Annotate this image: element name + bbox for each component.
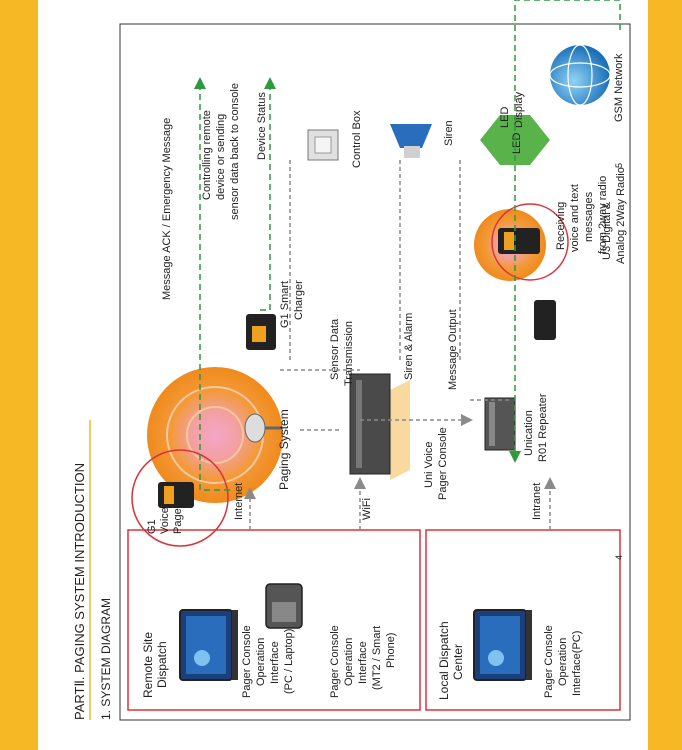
phone-label-2: Operation — [343, 638, 355, 686]
uni-voice-console-icon — [349, 373, 410, 480]
g1-label-3: Pager — [172, 504, 184, 534]
phone-label-1: Pager Console — [329, 625, 341, 698]
pc-label-1: Pager Console — [241, 625, 253, 698]
pc-label-4: (PC / Laptop) — [283, 629, 295, 694]
u3-label-1: U3 Digital & — [601, 201, 613, 260]
page — [38, 0, 648, 750]
local-dispatch-box — [425, 529, 621, 711]
uni-console-label-1: Uni Voice — [423, 442, 435, 488]
right-margin-band — [648, 0, 682, 750]
controlling-label-2: device or sending — [215, 114, 227, 200]
led-label-1: LED — [499, 107, 511, 128]
led-icon-text: LED — [511, 133, 523, 154]
pc-label-3: Interface — [269, 641, 281, 684]
remote-site-title-1: Remote Site — [141, 632, 155, 698]
receiving-label-4: from 2way radio — [597, 176, 609, 254]
message-ack-label: Message ACK / Emergency Message — [161, 118, 173, 300]
part-title: PARTⅡ. PAGING SYSTEM INTRODUCTION — [72, 463, 87, 720]
page-number-right: 5 — [614, 163, 624, 168]
repeater-label-1: Unication — [523, 410, 535, 456]
device-status-label: Device Status — [256, 92, 268, 160]
section-title: 1. SYSTEM DIAGRAM — [99, 598, 113, 720]
satellite-dish-icon — [244, 413, 282, 443]
g1-label-2: Voice — [159, 507, 171, 534]
sensor-label-2: Transmission — [343, 321, 355, 386]
page-number-left: 4 — [614, 555, 624, 560]
receiving-label-2: voice and text — [569, 184, 581, 252]
led-label-2: Display — [513, 91, 525, 128]
radio-highlight — [491, 203, 569, 281]
local-label-1: Pager Console — [543, 625, 555, 698]
gray-connectors — [244, 160, 556, 530]
g1-label-1: G1 — [146, 519, 158, 534]
local-pc-monitor-icon — [473, 609, 532, 681]
local-dispatch-title-1: Local Dispatch — [437, 621, 451, 700]
phone-label-4: (MT2 / Smart — [371, 626, 383, 690]
receiving-label-1: Receiving — [555, 202, 567, 250]
sensor-label-1: Sensor Data — [329, 318, 341, 380]
local-label-3: Interface(PC) — [571, 631, 583, 696]
message-output-label: Message Output — [447, 309, 459, 390]
u3-radio-icon — [498, 228, 540, 254]
pc-monitor-icon — [179, 609, 238, 681]
remote-site-box — [127, 529, 421, 711]
g1-pager-highlight — [131, 449, 229, 547]
paging-system-label: Paging System — [277, 409, 291, 490]
g1-pager-icon — [158, 482, 194, 508]
internet-label: Internet — [233, 483, 245, 520]
siren-alarm-label: Siren & Alarm — [403, 313, 415, 380]
handheld-radio-icon — [534, 300, 556, 340]
receiving-label-3: messages — [583, 191, 595, 242]
siren-label: Siren — [443, 120, 455, 146]
local-dispatch-title-2: Center — [451, 644, 465, 680]
charger-label-1: G1 Smart — [279, 281, 291, 328]
repeater-label-2: R01 Repeater — [537, 393, 549, 462]
pc-label-2: Operation — [255, 638, 267, 686]
intranet-label: Intranet — [531, 483, 543, 520]
charger-label-2: Charger — [293, 280, 305, 320]
g1-charger-icon — [246, 314, 276, 350]
gsm-label: GSM Network — [613, 53, 625, 122]
control-box-label: Control Box — [351, 110, 363, 168]
green-connectors — [194, 0, 621, 491]
remote-site-title-2: Dispatch — [155, 641, 169, 688]
controlling-label-3: sensor data back to console — [229, 83, 241, 220]
phone-label-5: Phone) — [385, 633, 397, 668]
phone-label-3: Interface — [357, 641, 369, 684]
uni-console-label-2: Pager Console — [437, 427, 449, 500]
u3-label-2: Analog 2Way Radio — [615, 167, 627, 264]
diagram-frame — [119, 23, 631, 721]
wifi-label: WiFi — [361, 498, 373, 520]
mt2-device-icon — [265, 583, 303, 629]
left-margin-band — [0, 0, 38, 750]
siren-icon — [390, 124, 432, 158]
gsm-globe-icon — [550, 45, 610, 105]
repeater-icon — [484, 397, 516, 451]
controlling-label-1: Controlling remote — [201, 110, 213, 200]
local-label-2: Operation — [557, 638, 569, 686]
control-box-icon — [307, 129, 339, 161]
